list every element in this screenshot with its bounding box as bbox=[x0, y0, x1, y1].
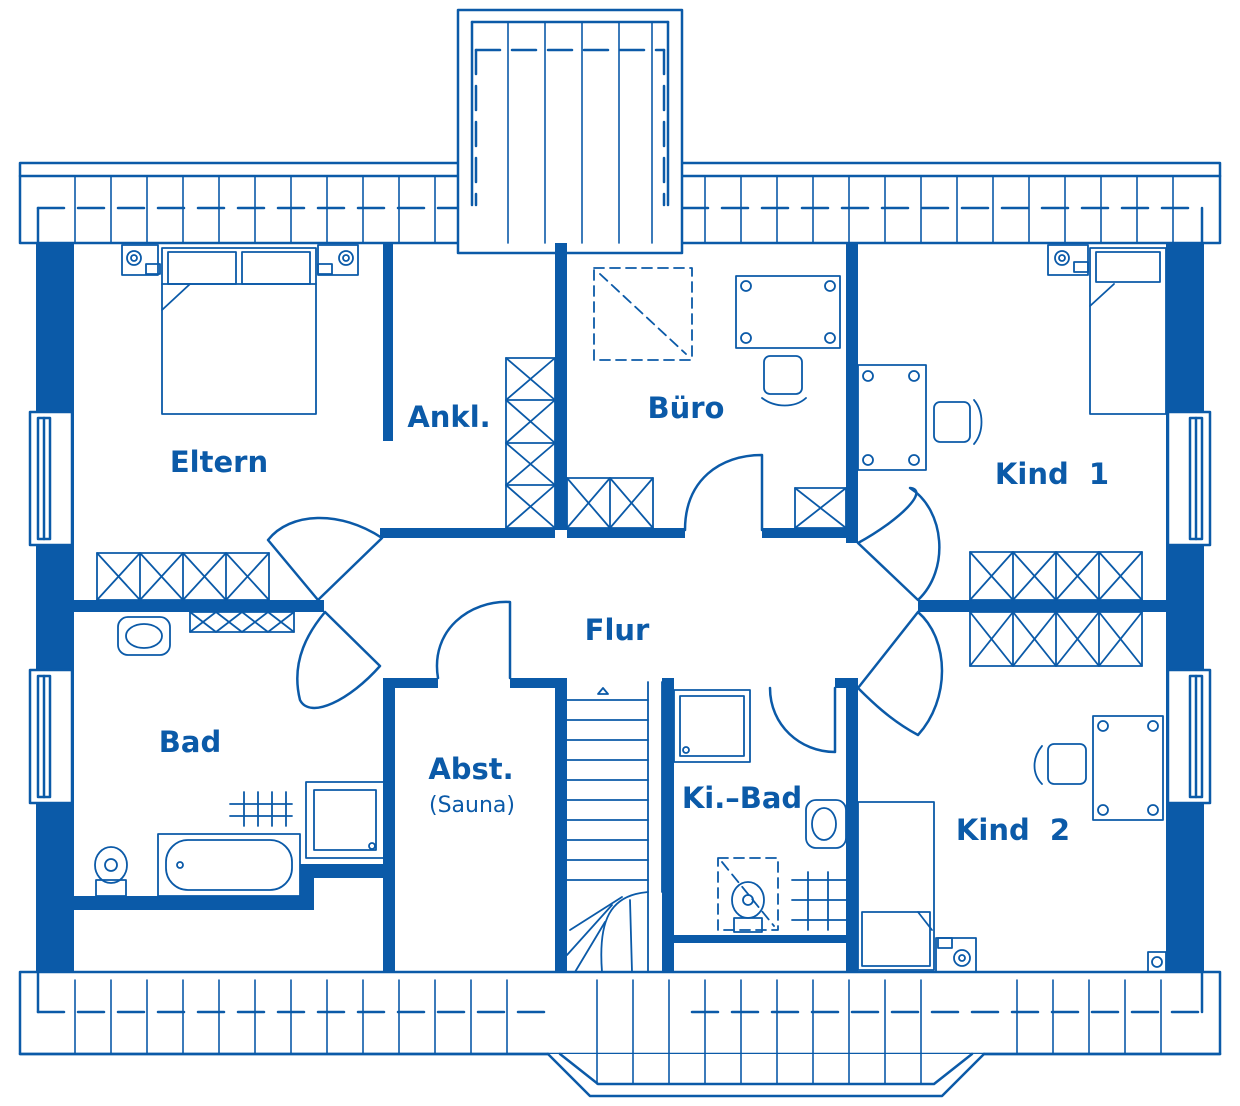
doors bbox=[266, 453, 944, 754]
exterior-walls bbox=[36, 243, 1204, 973]
label-buero: Büro bbox=[648, 391, 725, 425]
dormer-top bbox=[456, 8, 684, 255]
side-windows bbox=[28, 410, 1212, 805]
label-kind1: Kind 1 bbox=[995, 457, 1109, 491]
furniture bbox=[94, 244, 1167, 973]
label-kind2: Kind 2 bbox=[956, 813, 1070, 847]
label-ankl: Ankl. bbox=[407, 400, 490, 434]
wardrobes bbox=[96, 357, 1143, 667]
label-bad: Bad bbox=[159, 725, 221, 759]
label-abst: Abst. bbox=[428, 752, 513, 786]
label-kibad: Ki.–Bad bbox=[682, 781, 802, 815]
roof-bottom bbox=[18, 970, 1222, 1098]
staircase bbox=[566, 681, 663, 973]
interior-walls bbox=[74, 243, 1166, 973]
label-flur: Flur bbox=[585, 613, 650, 647]
label-eltern: Eltern bbox=[170, 445, 268, 479]
label-abst-sub: (Sauna) bbox=[429, 793, 515, 818]
